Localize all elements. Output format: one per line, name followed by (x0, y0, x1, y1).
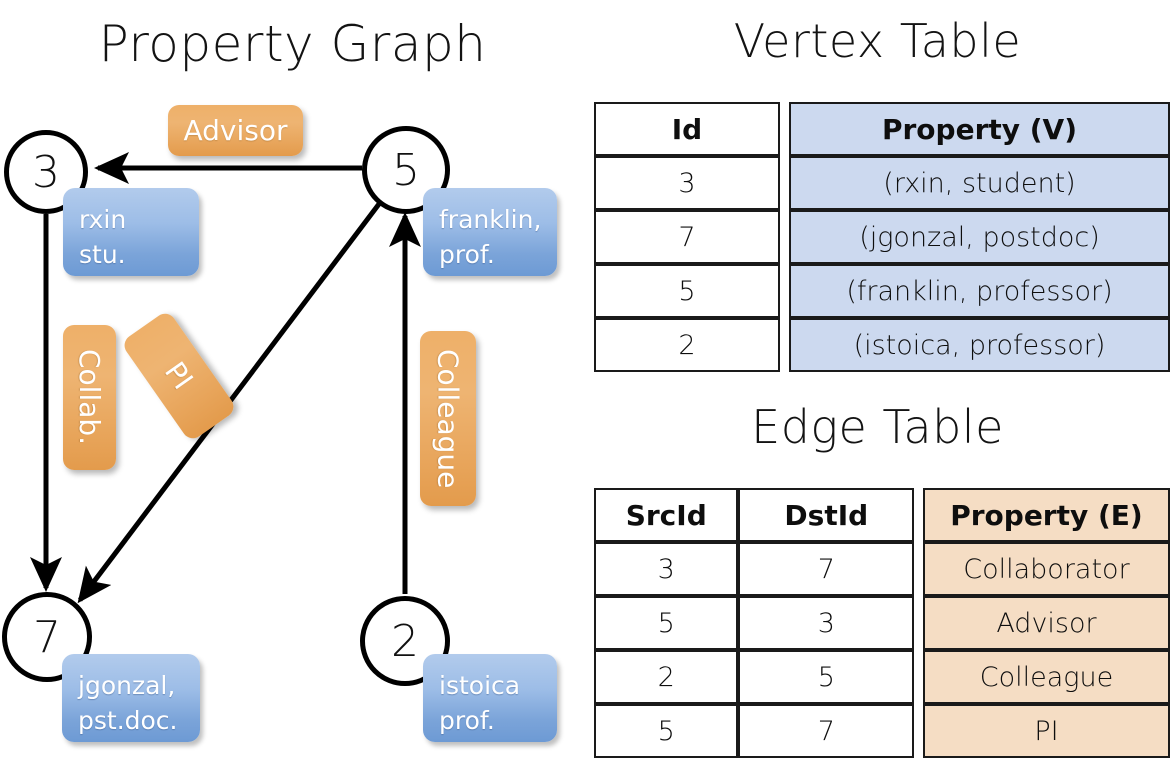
vertex-cell-property: (istoica, professor) (789, 318, 1170, 372)
graph-node-5-label: 5 (392, 144, 420, 196)
vertex-header-id: Id (594, 102, 780, 156)
graph-node-5-property-line-2: prof. (439, 240, 495, 269)
edge-cell-property: PI (922, 704, 1170, 758)
edge-label-advisor-text: Advisor (183, 114, 288, 147)
table-row: 5 (franklin, professor) (594, 264, 1170, 318)
edge-label-pi-text: PI (158, 356, 200, 396)
graph-node-7-property: jgonzal, pst.doc. (62, 654, 200, 742)
edge-label-colleague-text: Colleague (431, 348, 465, 489)
edge-cell-dstid: 7 (738, 542, 915, 596)
table-header-row: Id Property (V) (594, 102, 1170, 156)
graph-node-2[interactable]: 2 (360, 596, 450, 686)
vertex-cell-id: 2 (594, 318, 780, 372)
table-row: 3 (rxin, student) (594, 156, 1170, 210)
vertex-table: Id Property (V) 3 (rxin, student) 7 (jgo… (594, 102, 1170, 372)
column-gap (780, 264, 789, 318)
column-gap (914, 542, 923, 596)
vertex-cell-property: (franklin, professor) (789, 264, 1170, 318)
table-row: 2 (istoica, professor) (594, 318, 1170, 372)
edge-cell-property: Colleague (922, 650, 1170, 704)
graph-node-7-label: 7 (33, 611, 61, 663)
edge-cell-dstid: 7 (738, 704, 915, 758)
graph-node-3-property-line-2: stu. (79, 240, 126, 269)
page-title-vertex-table: Vertex Table (733, 14, 1022, 68)
table-row: 2 5 Colleague (594, 650, 1170, 704)
vertex-cell-id: 7 (594, 210, 780, 264)
table-row: 7 (jgonzal, postdoc) (594, 210, 1170, 264)
vertex-cell-property: (rxin, student) (789, 156, 1170, 210)
column-gap (780, 102, 789, 156)
vertex-cell-id: 5 (594, 264, 780, 318)
edge-cell-dstid: 3 (738, 596, 915, 650)
graph-node-7-property-line-1: jgonzal, (78, 671, 176, 700)
graph-node-2-property: istoica prof. (423, 654, 557, 742)
table-row: 3 7 Collaborator (594, 542, 1170, 596)
vertex-cell-id: 3 (594, 156, 780, 210)
column-gap (780, 318, 789, 372)
graph-node-3-property: rxin stu. (63, 188, 199, 276)
edge-cell-srcid: 3 (594, 542, 739, 596)
graph-node-2-property-line-2: prof. (439, 706, 495, 735)
table-row: 5 7 PI (594, 704, 1170, 758)
edge-label-colleague: Colleague (420, 331, 476, 506)
graph-node-5-property: franklin, prof. (423, 188, 557, 276)
graph-node-2-property-line-1: istoica (439, 671, 521, 700)
edge-table: SrcId DstId Property (E) 3 7 Collaborato… (594, 488, 1170, 758)
graph-node-5[interactable]: 5 (362, 126, 450, 214)
edge-header-srcid: SrcId (594, 488, 739, 542)
table-header-row: SrcId DstId Property (E) (594, 488, 1170, 542)
column-gap (914, 650, 923, 704)
edge-label-advisor: Advisor (168, 105, 303, 156)
column-gap (914, 488, 923, 542)
edge-label-collab-text: Collab. (73, 349, 106, 446)
column-gap (780, 156, 789, 210)
edge-label-collab: Collab. (63, 325, 116, 470)
edge-cell-srcid: 5 (594, 596, 739, 650)
column-gap (914, 704, 923, 758)
vertex-header-property: Property (V) (789, 102, 1170, 156)
graph-node-7-property-line-2: pst.doc. (78, 706, 178, 735)
edge-header-dstid: DstId (738, 488, 915, 542)
page-title-edge-table: Edge Table (751, 400, 1004, 454)
edge-cell-srcid: 5 (594, 704, 739, 758)
edge-cell-property: Advisor (922, 596, 1170, 650)
edge-cell-dstid: 5 (738, 650, 915, 704)
graph-node-2-label: 2 (391, 615, 419, 667)
edge-cell-srcid: 2 (594, 650, 739, 704)
column-gap (780, 210, 789, 264)
table-row: 5 3 Advisor (594, 596, 1170, 650)
page-title-property-graph: Property Graph (98, 15, 487, 73)
edge-cell-property: Collaborator (922, 542, 1170, 596)
edge-header-property: Property (E) (922, 488, 1170, 542)
graph-node-5-property-line-1: franklin, (439, 205, 542, 234)
graph-node-3-property-line-1: rxin (79, 205, 127, 234)
column-gap (914, 596, 923, 650)
graph-node-3-label: 3 (32, 146, 60, 198)
vertex-cell-property: (jgonzal, postdoc) (789, 210, 1170, 264)
property-graph-panel: Property Graph 3 rxin stu. 5 franklin, p… (2, 15, 557, 742)
